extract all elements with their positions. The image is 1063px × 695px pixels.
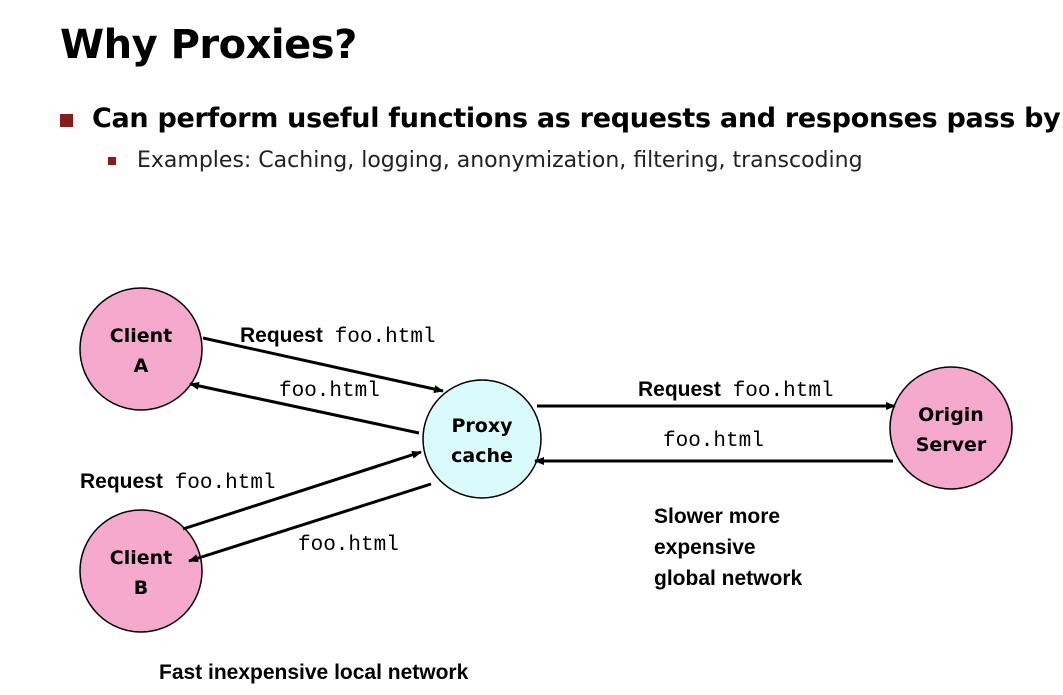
client-a-node: Client A (79, 287, 203, 411)
arrow-proxy-to-client-a (189, 381, 420, 435)
global-note-line-1: Slower more (654, 505, 780, 528)
local-network-note: Fast inexpensive local network (159, 661, 469, 684)
global-note-line-2: expensive (654, 536, 756, 559)
label-response-origin: foo.html (663, 430, 764, 453)
label-request-a-file: foo.html (335, 326, 436, 349)
label-request-origin-file: foo.html (733, 380, 834, 403)
label-request-origin: Request foo.html (638, 378, 834, 403)
bullet-square-small-icon (108, 156, 116, 165)
label-request-b-file: foo.html (175, 472, 276, 495)
label-response-b: foo.html (298, 534, 399, 557)
bullet-square-icon (60, 113, 73, 127)
client-b-node: Client B (79, 509, 203, 633)
client-a-label-1: Client (110, 325, 172, 347)
label-request-a-word: Request (240, 324, 323, 347)
bullet-sub: Examples: Caching, logging, anonymizatio… (108, 148, 863, 173)
label-request-b-word: Request (80, 470, 163, 493)
client-b-label-1: Client (110, 547, 172, 569)
label-response-a: foo.html (279, 380, 380, 403)
bullet-main-text: Can perform useful functions as requests… (92, 103, 1061, 134)
origin-label-1: Origin (918, 404, 984, 426)
origin-label-2: Server (916, 434, 987, 456)
label-request-b: Request foo.html (80, 470, 276, 495)
client-a-label-2: A (134, 355, 149, 377)
arrow-client-a-to-proxy (202, 336, 444, 393)
proxy-label-2: cache (451, 445, 513, 467)
client-b-label-2: B (134, 577, 148, 599)
slide-title: Why Proxies? (60, 22, 357, 68)
bullet-main: Can perform useful functions as requests… (60, 103, 1061, 134)
origin-server-node: Origin Server (889, 366, 1013, 490)
global-note-line-3: global network (654, 567, 803, 590)
proxy-label-1: Proxy (452, 415, 514, 437)
label-request-a: Request foo.html (240, 324, 436, 349)
bullet-sub-text: Examples: Caching, logging, anonymizatio… (137, 148, 863, 173)
proxy-cache-node: Proxy cache (422, 379, 542, 499)
arrow-client-b-to-proxy (182, 450, 422, 531)
arrow-proxy-to-client-b (188, 482, 432, 563)
label-request-origin-word: Request (638, 378, 721, 401)
